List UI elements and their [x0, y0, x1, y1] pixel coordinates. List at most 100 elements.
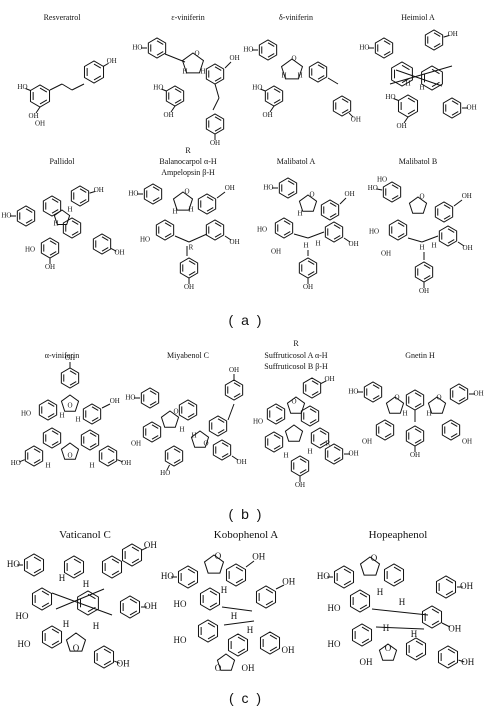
benzene-ring [382, 181, 402, 203]
bond [47, 402, 55, 407]
benzene-ring [119, 595, 141, 619]
benzene-ring [121, 543, 143, 567]
benzene-ring [324, 221, 344, 243]
bond [25, 219, 33, 224]
benzene-ring [205, 219, 225, 241]
bond [319, 441, 327, 446]
bond [458, 386, 466, 391]
benzene-ring [164, 445, 184, 467]
bond [361, 638, 370, 644]
bond [421, 235, 439, 243]
bond [414, 428, 422, 433]
bond [209, 602, 218, 608]
bond [214, 77, 222, 82]
bond [173, 459, 181, 464]
benzene-ring [255, 585, 277, 609]
atom-label: H [247, 625, 254, 635]
bond [343, 568, 352, 574]
atom-label: HO [160, 469, 170, 477]
bond [103, 648, 112, 654]
atom-label: H [179, 426, 184, 434]
five-membered-ring [172, 191, 194, 211]
atom-label: H [172, 208, 177, 216]
atom-label: H [182, 68, 187, 76]
compound-name-epsilon-viniferin: ε-viniferin [171, 13, 205, 22]
bond [107, 459, 115, 464]
atom-label: HO [359, 44, 369, 52]
bond [164, 53, 186, 63]
compound-name-delta-viniferin: δ-viniferin [279, 13, 313, 22]
benzene-ring [177, 565, 199, 589]
bond [307, 231, 325, 239]
benzene-ring [93, 645, 115, 669]
atom-label: OH [324, 375, 334, 383]
bond [372, 395, 380, 400]
atom-label: HO [257, 226, 267, 234]
bond [269, 105, 275, 113]
atom-label: OH [229, 366, 239, 374]
atom-label: OH [381, 250, 391, 258]
bond [174, 88, 182, 93]
benzene-ring [278, 177, 298, 199]
bond [431, 81, 440, 88]
bond [206, 196, 214, 201]
benzene-ring [274, 217, 294, 239]
bond [343, 580, 352, 586]
bond [39, 87, 48, 93]
benzene-ring [24, 445, 44, 467]
atom-label: HO [174, 599, 187, 609]
bond [359, 592, 368, 598]
bond [152, 186, 160, 191]
bond [187, 568, 196, 574]
atom-label: H [431, 242, 436, 250]
bond [395, 69, 443, 87]
benzene-ring [42, 195, 62, 217]
bond [443, 215, 451, 220]
bond [166, 464, 170, 471]
five-membered-ring [280, 58, 304, 80]
benzene-ring [42, 427, 62, 449]
atom-label: OH [210, 139, 220, 147]
bond [397, 222, 405, 227]
bond [107, 448, 115, 453]
benzene-ring [308, 61, 328, 83]
atom-label: OH [164, 111, 174, 119]
bond [443, 34, 450, 38]
atom-label: OH [460, 581, 473, 591]
atom-label: H [411, 629, 418, 639]
atom-label: OH [114, 248, 124, 256]
benzene-ring [83, 60, 105, 84]
bond [71, 231, 79, 236]
atom-label: H [419, 84, 424, 92]
compound-name-hopeaphenol: Hopeaphenol [368, 529, 428, 541]
bond [403, 116, 409, 124]
bond [275, 584, 285, 590]
atom-label: HO [125, 394, 135, 402]
benzene-ring [178, 399, 198, 421]
bond [212, 97, 220, 111]
atom-label: OH [144, 540, 157, 550]
atom-label: OH [65, 354, 75, 362]
bond [73, 558, 82, 564]
bond [207, 622, 216, 628]
five-membered-ring [286, 396, 306, 414]
bond [307, 271, 315, 276]
bond [151, 435, 159, 440]
benzene-ring [424, 29, 444, 51]
bond [93, 63, 102, 69]
bond [371, 608, 429, 616]
bond [33, 556, 42, 562]
bond [35, 106, 41, 114]
bond [223, 620, 255, 626]
panel-label-a: ( a ) [228, 312, 264, 328]
atom-label: HO [153, 83, 163, 91]
bond [224, 235, 232, 241]
atom-label: OH [448, 623, 461, 633]
atom-label: O [436, 394, 441, 402]
atom-label: OH [295, 481, 305, 489]
